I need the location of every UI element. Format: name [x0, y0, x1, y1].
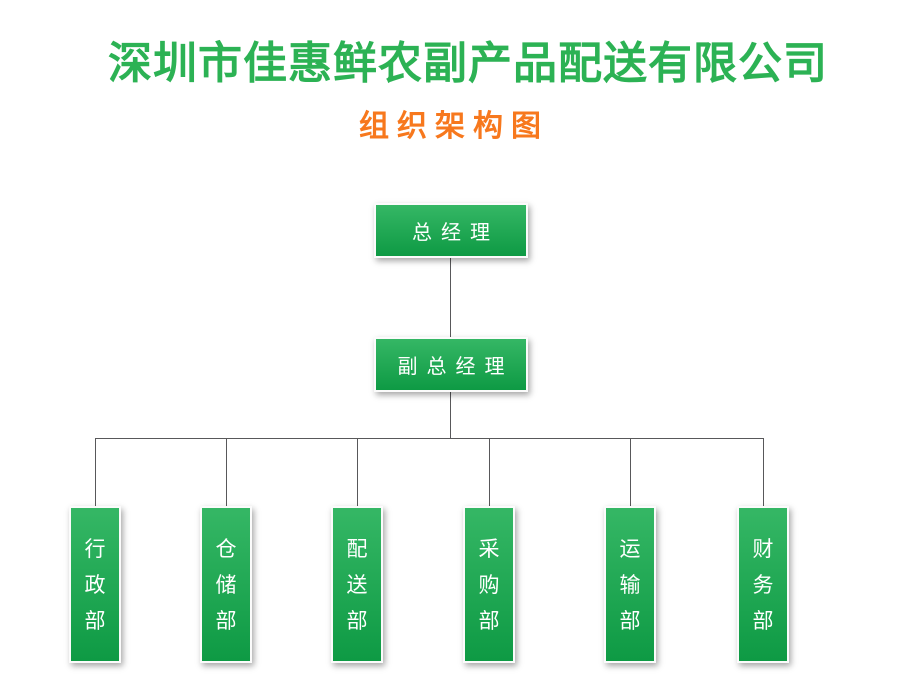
node-label: 副总经理 [397, 354, 514, 378]
connector-deputy-to-rail [450, 392, 451, 438]
chart-subtitle: 组织架构图 [359, 109, 549, 144]
node-dept-admin: 行政部 [69, 506, 121, 663]
node-dept-transport: 运输部 [604, 506, 656, 663]
company-title: 深圳市佳惠鲜农副产品配送有限公司 [108, 38, 828, 89]
node-label: 总经理 [412, 220, 499, 244]
connector-stub-warehouse [226, 439, 227, 506]
connector-root-to-deputy [450, 258, 451, 337]
node-deputy-general-manager: 副总经理 [374, 337, 528, 392]
node-label: 仓储部 [215, 536, 237, 633]
connector-stub-admin [95, 439, 96, 506]
node-label: 采购部 [478, 536, 500, 633]
node-dept-warehouse: 仓储部 [200, 506, 252, 663]
node-label: 财务部 [752, 536, 774, 633]
node-dept-distribution: 配送部 [331, 506, 383, 663]
connector-stub-distribution [357, 439, 358, 506]
node-dept-finance: 财务部 [737, 506, 789, 663]
connector-horizontal-rail [95, 438, 764, 439]
node-general-manager: 总经理 [374, 203, 528, 258]
connector-stub-purchasing [489, 439, 490, 506]
node-label: 配送部 [346, 536, 368, 633]
node-dept-purchasing: 采购部 [463, 506, 515, 663]
connector-stub-transport [630, 439, 631, 506]
node-label: 运输部 [619, 536, 641, 633]
node-label: 行政部 [84, 536, 106, 633]
connector-stub-finance [763, 439, 764, 506]
